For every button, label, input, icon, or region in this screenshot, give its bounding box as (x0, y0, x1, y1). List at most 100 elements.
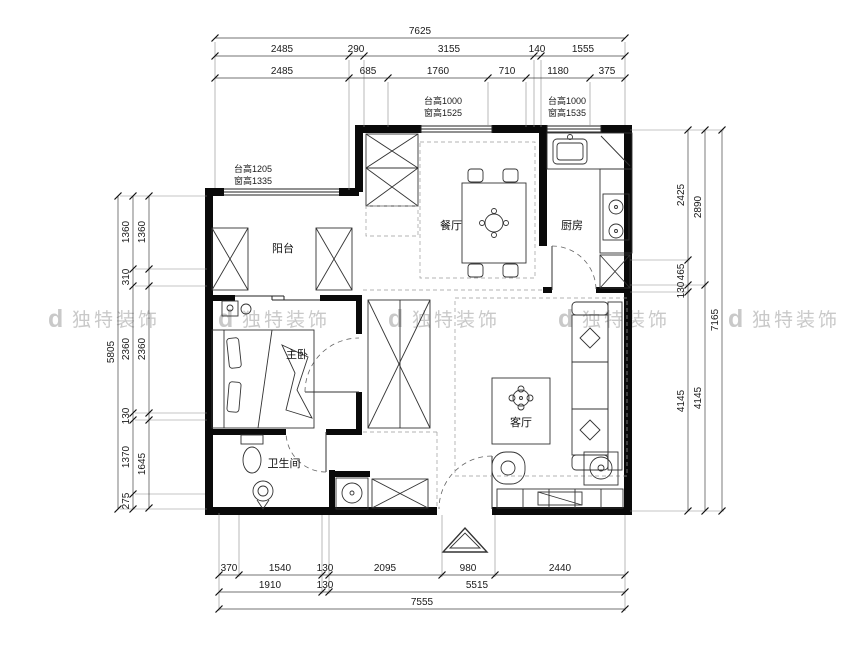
dim-label: 130 (121, 407, 132, 424)
dining-cabinet (365, 133, 419, 237)
dim-label: 5515 (466, 580, 489, 591)
dim-label: 1760 (427, 66, 450, 77)
kitchen-window (546, 125, 602, 133)
toilet-icon (240, 434, 264, 474)
dim-label: 1370 (121, 445, 132, 468)
dim-label: 4145 (676, 389, 687, 412)
entry-door (438, 455, 493, 510)
watermark-band: d 独特装饰 d 独特装饰 d 独特装饰 d 独特装饰 d 独特装饰 (48, 305, 840, 333)
shoe-cabinet (371, 478, 429, 509)
dim-label: 140 (529, 44, 546, 55)
dim-label-right-total: 7165 (710, 308, 721, 331)
dim-label: 2095 (374, 563, 397, 574)
dim-label: 685 (360, 66, 377, 77)
note-balcony-sill: 台高1205 (234, 163, 272, 174)
dining-table (461, 168, 527, 278)
dim-label: 290 (348, 44, 365, 55)
dim-label: 1180 (547, 66, 569, 77)
watermark-text: 独特装饰 (72, 309, 160, 331)
room-label-dining: 餐厅 (440, 218, 462, 232)
bedroom-door (304, 337, 360, 393)
dim-label: 2485 (271, 44, 294, 55)
note-kitchen-window: 窗高1535 (548, 107, 586, 118)
furniture (211, 132, 633, 553)
dim-label: 2360 (137, 337, 148, 360)
watermark: d 独特装饰 (48, 305, 160, 333)
dim-label: 2485 (271, 66, 294, 77)
dim-label: 3155 (438, 44, 461, 55)
dim-label: 2360 (121, 337, 132, 360)
basin-icon (252, 480, 274, 510)
dim-label: 1360 (137, 220, 148, 243)
dim-label: 1540 (269, 563, 292, 574)
dim-label: 1910 (259, 580, 282, 591)
room-label-living: 客厅 (510, 415, 532, 429)
watermark: d 独特装饰 (728, 305, 840, 333)
tv-console (496, 488, 624, 509)
balcony-window (224, 188, 339, 196)
dim-label: 1555 (572, 44, 595, 55)
dim-label-top-total: 7625 (409, 26, 432, 37)
dim-label: 130 (676, 281, 687, 298)
room-labels: 餐厅 厨房 阳台 主卧 卫生间 客厅 (268, 218, 584, 470)
armchair (491, 451, 526, 485)
watermark-text: 独特装饰 (412, 309, 500, 331)
fridge-icon (599, 254, 631, 289)
watermark-text: 独特装饰 (242, 309, 330, 331)
dim-label: 275 (121, 492, 132, 509)
note-dining-window: 窗高1525 (424, 107, 462, 118)
dim-label: 130 (317, 563, 334, 574)
bed (211, 329, 315, 429)
coffee-table (491, 377, 551, 445)
room-label-kitchen: 厨房 (561, 219, 583, 232)
dresser (221, 300, 252, 317)
dim-label: 980 (460, 563, 477, 574)
balcony-cabinet-right (315, 227, 353, 291)
watermark-logo: d (388, 305, 403, 333)
dimension-labels: 7625 2485 290 3155 140 1555 2485 685 176… (106, 26, 721, 608)
dim-label: 4145 (693, 386, 704, 409)
dim-label-left-total: 5805 (106, 340, 117, 363)
room-label-balcony: 阳台 (272, 241, 294, 255)
dim-label-bottom-total: 7555 (411, 597, 434, 608)
dim-label: 370 (221, 563, 238, 574)
windows (224, 125, 602, 301)
watermark: d 独特装饰 (388, 305, 500, 333)
dim-label: 465 (676, 263, 687, 280)
watermark-text: 独特装饰 (752, 309, 840, 331)
window-annotations: 台高1000 窗高1525 台高1000 窗高1535 台高1205 窗高133… (234, 95, 586, 186)
entry-marker-icon (441, 526, 489, 553)
note-dining-sill: 台高1000 (424, 95, 462, 106)
watermark: d 独特装饰 (218, 305, 330, 333)
watermark-logo: d (218, 305, 233, 333)
kitchen-sink-counter (546, 132, 633, 170)
watermark-logo: d (48, 305, 63, 333)
dim-label: 310 (121, 268, 132, 285)
dim-label: 1360 (121, 220, 132, 243)
dimension-lines (114, 34, 726, 613)
ceiling-guides (363, 141, 628, 509)
note-balcony-window: 窗高1335 (234, 175, 272, 186)
watermark-logo: d (728, 305, 743, 333)
note-kitchen-sill: 台高1000 (548, 95, 586, 106)
room-label-bathroom: 卫生间 (268, 456, 301, 470)
doors (285, 245, 597, 510)
dim-label: 1645 (137, 452, 148, 475)
dining-window (420, 125, 493, 133)
watermark: d 独特装饰 (558, 305, 667, 333)
dim-label: 130 (317, 580, 334, 591)
balcony-sliding-door (235, 295, 320, 301)
extension-lines (120, 42, 724, 611)
kitchen-door (551, 245, 597, 291)
dim-label: 710 (499, 66, 516, 77)
corridor-cabinet (367, 299, 431, 429)
watermark-logo: d (558, 305, 573, 333)
bathroom-door (285, 431, 327, 473)
room-label-master-bedroom: 主卧 (286, 348, 308, 361)
dim-label: 2440 (549, 563, 572, 574)
dim-label: 2425 (676, 183, 687, 206)
walls (205, 125, 632, 515)
stove-icon (602, 193, 630, 241)
